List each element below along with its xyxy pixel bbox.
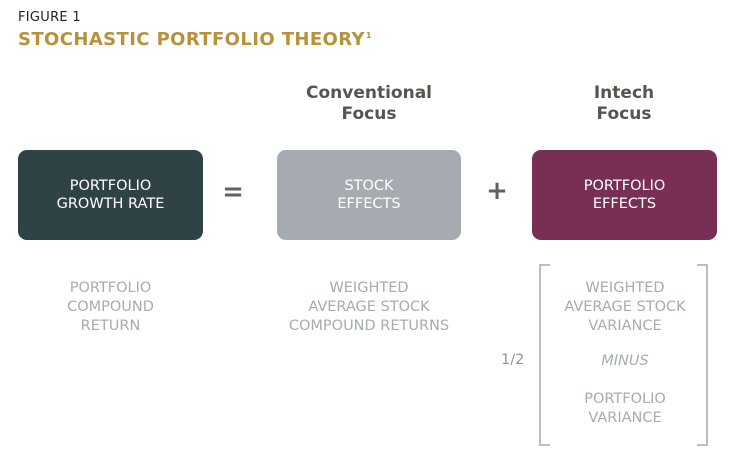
figure-title: STOCHASTIC PORTFOLIO THEORY1	[18, 29, 372, 50]
plus-operator: +	[486, 176, 508, 206]
right-bracket	[697, 264, 708, 446]
left-bracket	[539, 264, 550, 446]
box-portfolio-growth-rate: PORTFOLIO GROWTH RATE	[18, 150, 203, 240]
one-half-coefficient: 1/2	[501, 352, 525, 368]
description-portfolio-variance: PORTFOLIO VARIANCE	[584, 391, 666, 426]
heading-conventional-focus: Conventional Focus	[305, 83, 432, 124]
equals-operator: =	[222, 177, 244, 207]
figure-footnote-marker: 1	[365, 31, 372, 40]
description-minus: MINUS	[601, 353, 649, 369]
figure-title-text: STOCHASTIC PORTFOLIO THEORY	[18, 29, 365, 50]
description-weighted-average-stock-variance: WEIGHTED AVERAGE STOCK VARIANCE	[564, 280, 686, 334]
box-stock-effects: STOCK EFFECTS	[277, 150, 461, 240]
heading-intech-focus: Intech Focus	[593, 83, 655, 124]
description-weighted-average-stock-compound-returns: WEIGHTED AVERAGE STOCK COMPOUND RETURNS	[288, 280, 450, 334]
box-portfolio-effects: PORTFOLIO EFFECTS	[532, 150, 717, 240]
figure-label: FIGURE 1	[18, 10, 81, 25]
description-portfolio-compound-return: PORTFOLIO COMPOUND RETURN	[67, 280, 154, 334]
